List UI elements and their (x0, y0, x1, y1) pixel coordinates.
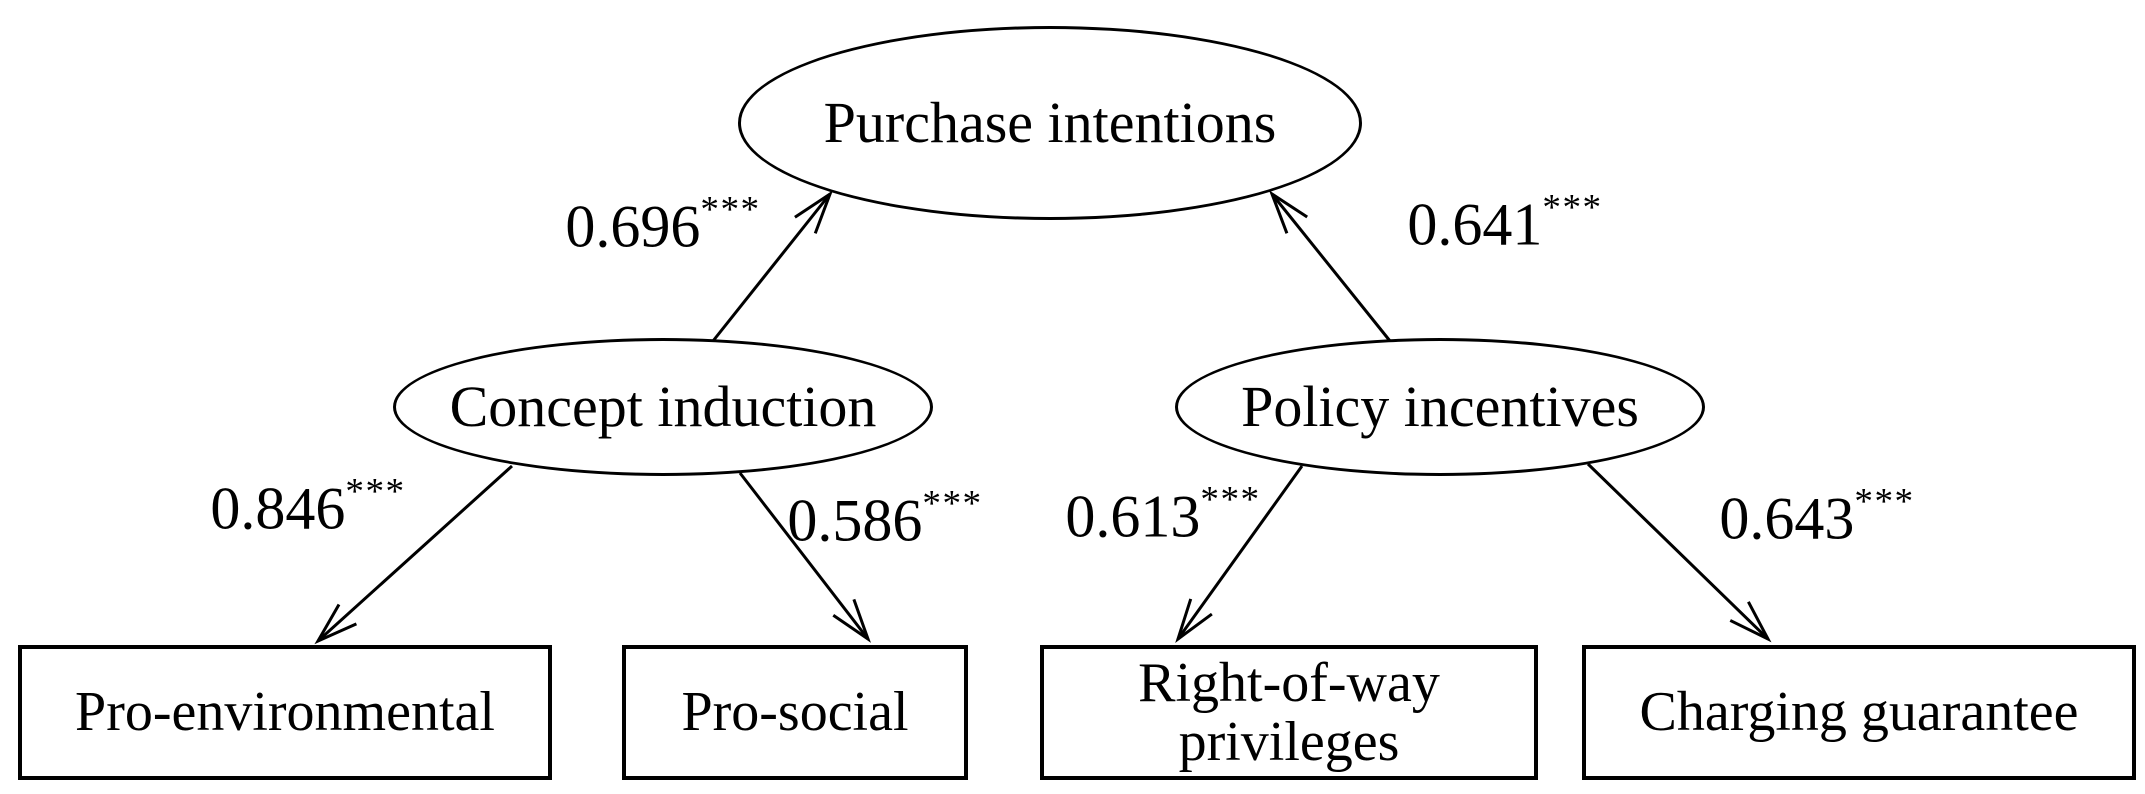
coefficient-concept-induction-pro-environmental: 0.846*** (210, 473, 405, 542)
coefficient-policy-incentives-right-of-way: 0.613*** (1065, 481, 1260, 550)
observed-node-pro-social-label: Pro-social (681, 681, 909, 744)
coefficient-concept-induction-pro-social: 0.586*** (787, 485, 982, 554)
coefficient-value: 0.641 (1407, 191, 1543, 258)
arrow-concept-induction-to-pro-environmental (314, 464, 514, 645)
significance-stars: *** (1542, 187, 1603, 229)
observed-node-charging-guarantee: Charging guarantee (1582, 645, 2136, 780)
latent-node-concept-induction: Concept induction (393, 338, 933, 476)
coefficient-value: 0.696 (565, 193, 701, 260)
arrow-policy-incentives-to-right-of-way (1175, 465, 1304, 643)
observed-node-right-of-way-privileges: Right-of-way privileges (1040, 645, 1538, 780)
latent-node-concept-induction-label: Concept induction (449, 373, 877, 439)
latent-node-policy-incentives-label: Policy incentives (1241, 373, 1639, 439)
significance-stars: *** (1200, 479, 1261, 521)
observed-node-pro-social: Pro-social (622, 645, 968, 780)
latent-node-policy-incentives: Policy incentives (1175, 338, 1705, 476)
latent-node-purchase-intentions: Purchase intentions (738, 26, 1362, 220)
coefficient-policy-incentives-purchase-intentions: 0.641*** (1407, 189, 1602, 258)
coefficient-value: 0.643 (1719, 485, 1855, 552)
significance-stars: *** (922, 483, 983, 525)
coefficient-concept-induction-purchase-intentions: 0.696*** (565, 191, 760, 260)
arrow-policy-incentives-to-charging-guarantee (1586, 462, 1772, 643)
coefficient-value: 0.586 (787, 487, 923, 554)
significance-stars: *** (345, 471, 406, 513)
latent-node-purchase-intentions-label: Purchase intentions (823, 89, 1277, 155)
arrow-concept-induction-to-pro-social (738, 472, 871, 643)
observed-node-pro-environmental-label: Pro-environmental (75, 681, 495, 744)
significance-stars: *** (1854, 481, 1915, 523)
observed-node-right-of-way-privileges-label: Right-of-way privileges (1138, 651, 1440, 773)
coefficient-policy-incentives-charging-guarantee: 0.643*** (1719, 483, 1914, 552)
arrow-concept-induction-to-purchase-intentions (711, 190, 834, 342)
observed-node-pro-environmental: Pro-environmental (18, 645, 552, 780)
observed-node-charging-guarantee-label: Charging guarantee (1639, 681, 2079, 744)
significance-stars: *** (700, 189, 761, 231)
coefficient-value: 0.613 (1065, 483, 1201, 550)
coefficient-value: 0.846 (210, 475, 346, 542)
arrow-policy-incentives-to-purchase-intentions (1268, 190, 1392, 342)
